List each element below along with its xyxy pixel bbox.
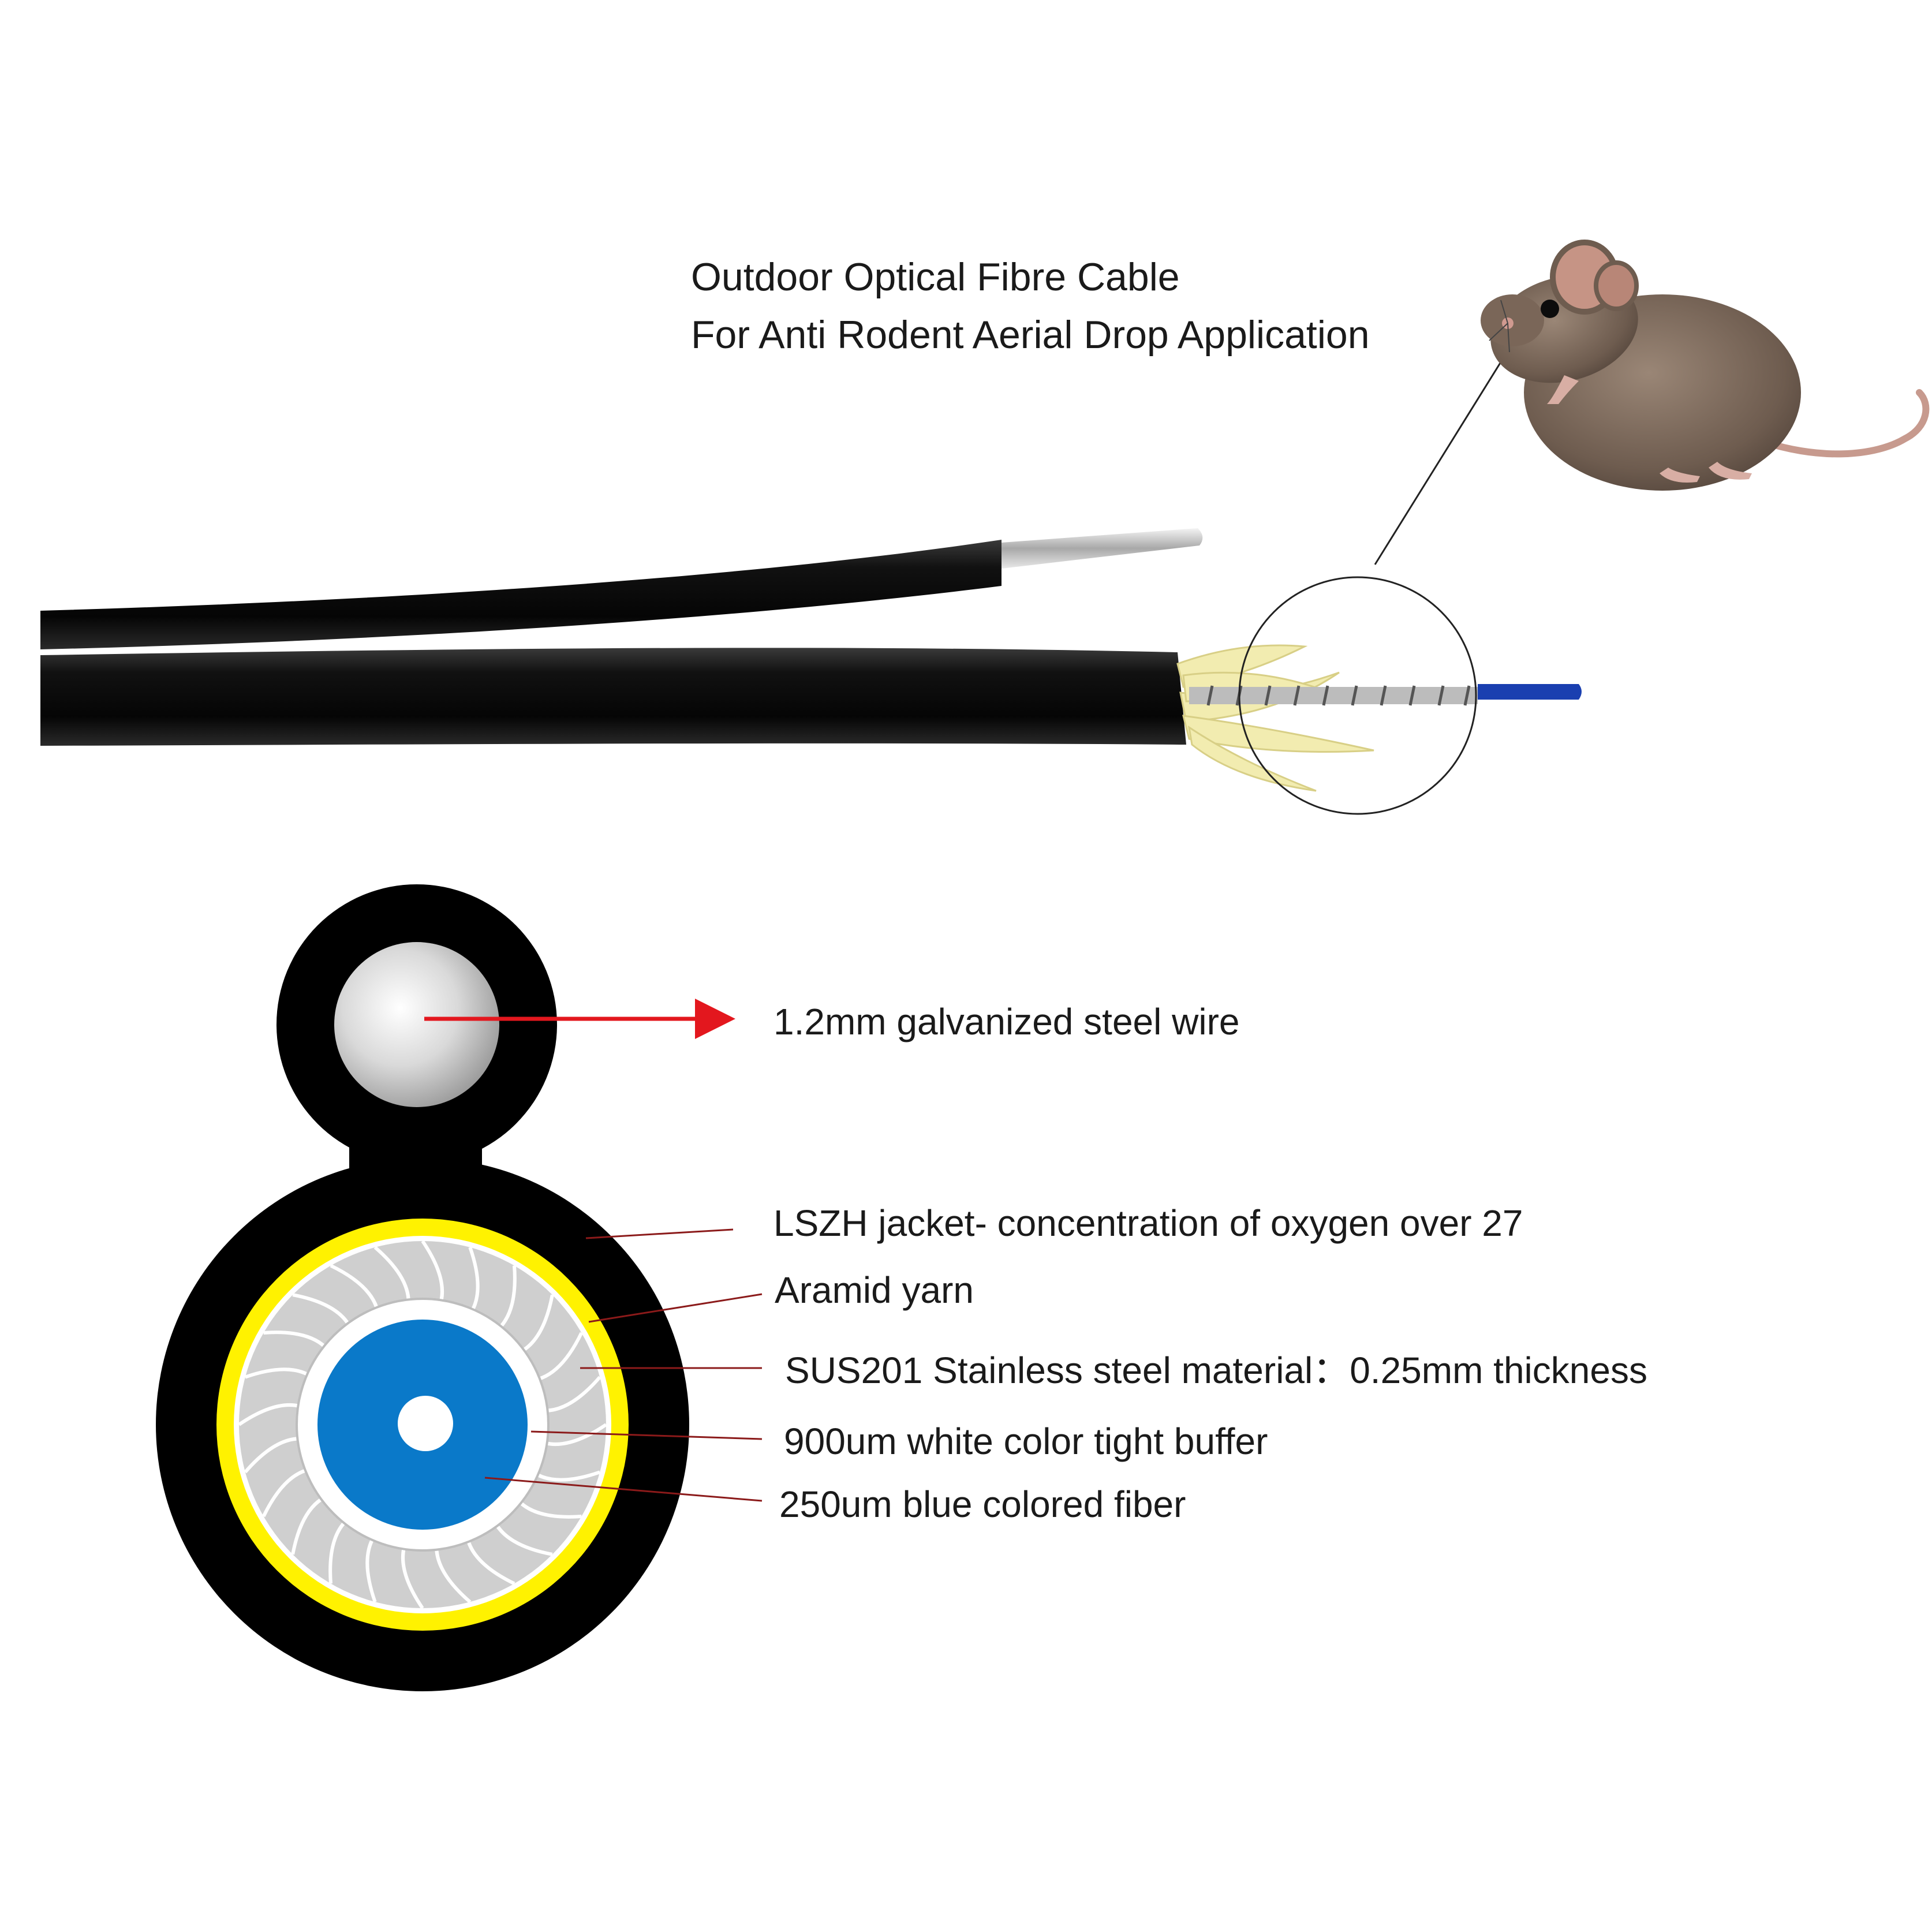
label-steel-wire: 1.2mm galvanized steel wire <box>773 1001 1240 1042</box>
cable-cross-section <box>156 884 689 1691</box>
label-tight-buffer: 900um white color tight buffer <box>784 1421 1268 1462</box>
mouse-illustration <box>1481 240 1930 491</box>
detail-circle-icon <box>1238 576 1477 815</box>
label-stainless: SUS201 Stainless steel material：0.25mm t… <box>785 1350 1647 1391</box>
label-aramid: Aramid yarn <box>775 1269 974 1311</box>
cable-photo <box>40 528 1582 792</box>
label-fiber: 250um blue colored fiber <box>779 1483 1186 1525</box>
title-line-1: Outdoor Optical Fibre Cable <box>691 255 1180 299</box>
leader-lines <box>484 1228 763 1502</box>
label-jacket: LSZH jacket- concentration of oxygen ove… <box>773 1202 1523 1244</box>
title-block: Outdoor Optical Fibre Cable For Anti Rod… <box>691 248 1370 364</box>
title-line-2: For Anti Rodent Aerial Drop Application <box>691 313 1370 357</box>
